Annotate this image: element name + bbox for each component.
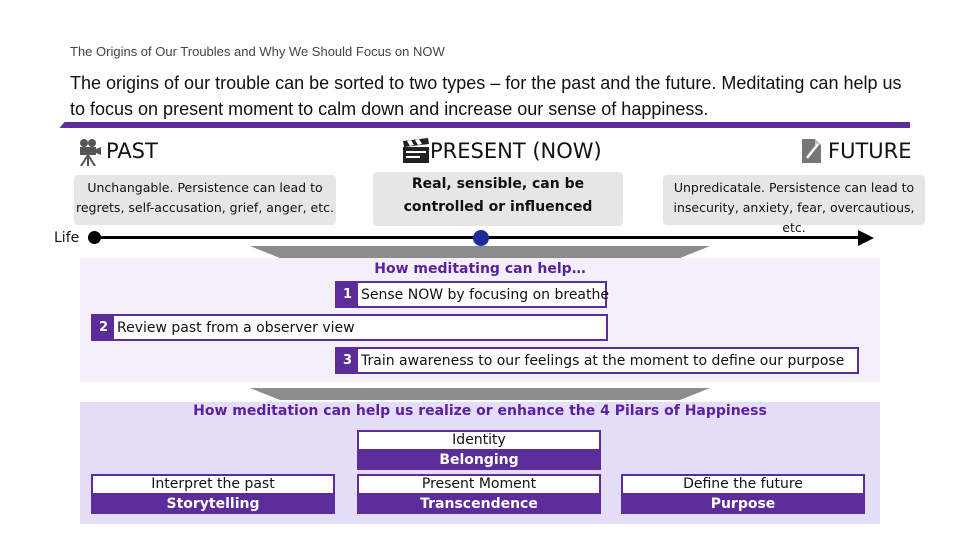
future-heading: FUTURE [800, 138, 912, 164]
meditation-panel-title: How meditating can help… [374, 261, 586, 277]
pillars-panel: How meditation can help us realize or en… [80, 402, 880, 524]
meditation-step-1: 1 Sense NOW by focusing on breathe [335, 281, 609, 308]
step-number: 2 [93, 316, 114, 339]
timeline-now-marker [473, 230, 489, 246]
past-description: Unchangable. Persistence can lead to reg… [74, 175, 336, 225]
header-rule [66, 122, 910, 128]
step-number: 1 [337, 283, 358, 306]
past-heading: PAST [78, 138, 158, 167]
clapperboard-icon [402, 138, 429, 164]
pillar-bottom-label: Purpose [621, 495, 865, 514]
pillar-bottom-label: Belonging [357, 451, 601, 470]
pillar-storytelling: Interpret the past Storytelling [91, 474, 335, 514]
pillar-top-label: Present Moment [357, 474, 601, 495]
meditation-step-2: 2 Review past from a observer view [91, 314, 608, 341]
present-heading: PRESENT (NOW) [402, 138, 602, 164]
life-label: Life [54, 230, 80, 246]
pillar-identity: Identity Belonging [357, 430, 601, 470]
pillars-panel-title: How meditation can help us realize or en… [193, 403, 767, 419]
funnel-connector-top [250, 246, 710, 258]
document-pen-icon [800, 138, 824, 164]
intro-text: The origins of our trouble can be sorted… [70, 73, 902, 119]
meditation-step-3: 3 Train awareness to our feelings at the… [335, 347, 859, 374]
pillar-top-label: Interpret the past [91, 474, 335, 495]
future-description: Unpredicatale. Persistence can lead to i… [663, 175, 925, 235]
timeline-arrowhead [858, 230, 874, 246]
step-text: Sense NOW by focusing on breathe [361, 286, 609, 303]
slide-subtitle: The Origins of Our Troubles and Why We S… [70, 44, 445, 59]
movie-camera-icon [78, 138, 102, 167]
present-description: Real, sensible, can be controlled or inf… [373, 172, 623, 226]
pillar-bottom-label: Transcendence [357, 495, 601, 514]
funnel-connector-bottom [250, 388, 710, 400]
meditation-panel: How meditating can help… 1 Sense NOW by … [80, 258, 880, 382]
step-text: Review past from a observer view [117, 319, 355, 336]
pillar-purpose: Define the future Purpose [621, 474, 865, 514]
step-text: Train awareness to our feelings at the m… [361, 352, 845, 369]
pillar-bottom-label: Storytelling [91, 495, 335, 514]
step-number: 3 [337, 349, 358, 372]
present-title: PRESENT (NOW) [430, 139, 602, 163]
pillar-top-label: Identity [357, 430, 601, 451]
future-title: FUTURE [828, 139, 912, 163]
timeline-start-dot [88, 231, 101, 244]
pillar-top-label: Define the future [621, 474, 865, 495]
pillar-transcendence: Present Moment Transcendence [357, 474, 601, 514]
past-title: PAST [106, 139, 158, 163]
